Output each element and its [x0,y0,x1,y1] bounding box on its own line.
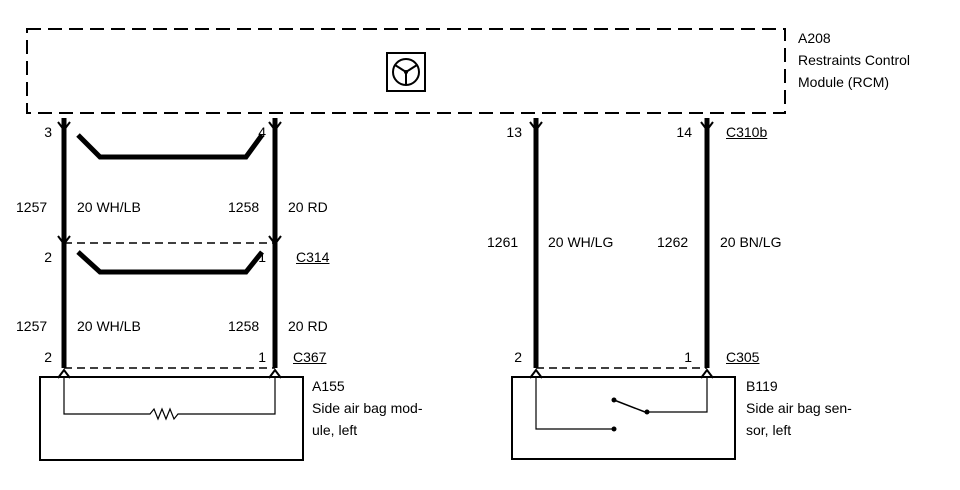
twisted-pair-mark [76,250,264,275]
wire-20-rd-label: 20 RD [288,318,328,334]
airbag-module-label: A155 Side air bag mod- ule, left [312,375,423,441]
steering-wheel-icon [386,52,426,92]
connector-arrow [57,368,71,379]
connector-arrow [700,368,714,379]
circuit-1261-label: 1261 [487,234,519,250]
c305-pin-1: 1 [684,349,692,365]
connector-arrow [529,121,543,132]
airbag-sensor-box [511,376,736,460]
connector-arrow [268,121,282,132]
airbag-module-line1: Side air bag mod- [312,400,423,416]
rcm-name-line2: Module (RCM) [798,74,890,90]
airbag-sensor-line2: sor, left [746,422,792,438]
connector-arrow [268,368,282,379]
airbag-sensor-id: B119 [746,378,778,394]
c367-pin-2: 2 [44,349,52,365]
connector-arrow [57,121,71,132]
c310b-connector-label: C310b [726,124,768,140]
connector-arrow [529,368,543,379]
circuit-1258-label: 1258 [228,199,260,215]
c367-pin-1: 1 [258,349,266,365]
airbag-sensor-line1: Side air bag sen- [746,400,852,416]
rcm-id: A208 [798,30,831,46]
circuit-1262-label: 1262 [657,234,689,250]
circuit-1258-label: 1258 [228,318,260,334]
wire-20-bn-lg-label: 20 BN/LG [720,234,782,250]
rcm-pin-13: 13 [506,124,522,140]
sensor-switch-icon [535,378,708,432]
rcm-pin-4: 4 [258,124,266,140]
rcm-module-box [26,28,786,114]
rcm-name-line1: Restraints Control [798,52,911,68]
twisted-pair-mark [76,133,265,160]
c314-connector-label: C314 [296,249,330,265]
circuit-1257-label: 1257 [16,318,48,334]
circuit-1257-label: 1257 [16,199,48,215]
airbag-sensor-label: B119 Side air bag sen- sor, left [746,375,852,441]
airbag-module-box [39,376,304,461]
wire-20-wh-lb-label: 20 WH/LB [77,318,141,334]
airbag-module-line2: ule, left [312,422,358,438]
c305-pin-2: 2 [514,349,522,365]
c305-connector-label: C305 [726,349,760,365]
connector-arrow [700,121,714,132]
wire-20-wh-lb-label: 20 WH/LB [77,199,141,215]
wire-20-wh-lg-label: 20 WH/LG [548,234,614,250]
connector-arrow [57,235,71,246]
rcm-label: A208 Restraints Control Module (RCM) [798,27,910,93]
rcm-pin-14: 14 [676,124,692,140]
c314-pin-1: 1 [258,249,266,265]
c314-pin-2: 2 [44,249,52,265]
airbag-module-id: A155 [312,378,345,394]
c367-connector-label: C367 [293,349,327,365]
connector-arrow [268,235,282,246]
rcm-pin-3: 3 [44,124,52,140]
airbag-internal-wire [63,378,276,421]
wire-20-rd-label: 20 RD [288,199,328,215]
